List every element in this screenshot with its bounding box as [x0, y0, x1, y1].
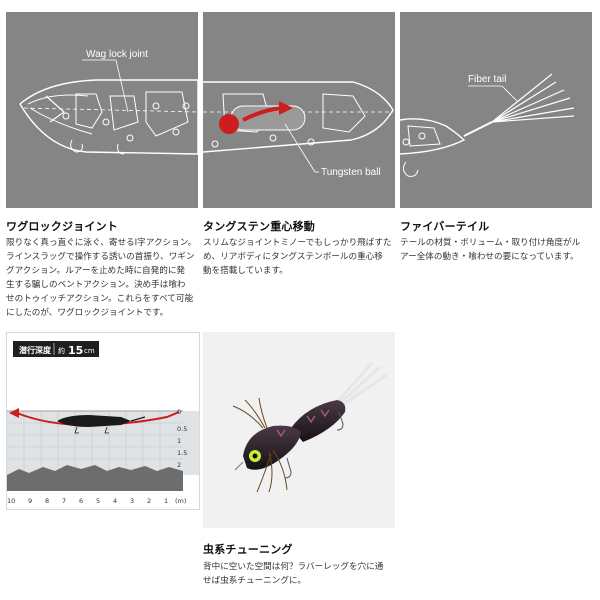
arrow-left-icon	[9, 408, 19, 418]
wag-lock-joint-illustration: Wag lock joint	[6, 12, 198, 208]
depth-prefix: 約	[58, 346, 65, 355]
wag-lock-callout: Wag lock joint	[86, 49, 148, 60]
fiber-tail-callout: Fiber tail	[468, 74, 506, 85]
distance-tick: 9	[28, 497, 32, 505]
tungsten-heading: タングステン重心移動	[203, 220, 315, 233]
tungsten-ball-callout: Tungsten ball	[321, 167, 381, 178]
insect-tuning-heading: 虫系チューニング	[203, 543, 293, 556]
depth-unit: cm	[84, 347, 95, 355]
distance-unit: (m)	[175, 497, 186, 505]
distance-tick: 7	[62, 497, 66, 505]
distance-tick: 10	[7, 497, 15, 505]
lure-product-photo	[203, 332, 395, 528]
distance-tick: 8	[45, 497, 49, 505]
depth-tick: 0.5	[177, 425, 187, 433]
arrow-right-icon	[279, 101, 293, 115]
distance-tick: 2	[147, 497, 151, 505]
photo-fiber-tail	[335, 362, 387, 408]
wag-lock-heading: ワグロックジョイント	[6, 220, 118, 233]
distance-tick: 1	[164, 497, 168, 505]
tungsten-description: スリムなジョイントミノーでもしっかり飛ばすた め、リアボディにタングステンボール…	[203, 238, 392, 276]
fiber-tail-description: テールの材質・ボリューム・取り付け角度がル アー全体の動き・喰わせの要になってい…	[400, 238, 581, 262]
depth-tick: 0	[177, 408, 181, 416]
depth-tick: 1.5	[177, 449, 187, 457]
insect-tuning-description: 背中に空いた空間は何？ラバーレッグを穴に通 せば虫系チューニングに。	[203, 562, 384, 586]
distance-tick: 4	[113, 497, 117, 505]
depth-label: 潜行深度	[19, 345, 52, 355]
rubber-legs	[232, 397, 288, 493]
depth-value: 15	[68, 344, 83, 357]
lure-photo-graphic	[232, 362, 387, 493]
fiber-tail-strands	[491, 73, 575, 123]
tungsten-ball	[219, 114, 239, 134]
depth-chart-graphic: 潜行深度 約 15 cm 0 0.5 1 1.5 2 10 9 8 7 6 5 …	[7, 341, 199, 505]
depth-tick: 2	[177, 461, 181, 469]
depth-chart: 潜行深度 約 15 cm 0 0.5 1 1.5 2 10 9 8 7 6 5 …	[6, 332, 200, 510]
lure-wireframe-center: Tungsten ball	[203, 81, 394, 178]
lure-wireframe-right: Fiber tail	[400, 73, 575, 177]
distance-tick: 6	[79, 497, 83, 505]
depth-tick: 1	[177, 437, 181, 445]
tungsten-ball-illustration: Tungsten ball	[203, 12, 395, 208]
lure-wireframe-left: Wag lock joint	[19, 49, 198, 155]
lure-silhouette	[57, 415, 131, 427]
distance-tick: 5	[96, 497, 100, 505]
distance-tick: 3	[130, 497, 134, 505]
wag-lock-description: 限りなく真っ直ぐに泳ぐ、寄せるI字アクション。 ラインスラッグで操作する誘いの首…	[6, 238, 197, 318]
lake-bottom	[7, 465, 183, 491]
fiber-tail-illustration: Fiber tail	[400, 12, 592, 208]
fiber-tail-heading: ファイバーテイル	[400, 220, 490, 233]
